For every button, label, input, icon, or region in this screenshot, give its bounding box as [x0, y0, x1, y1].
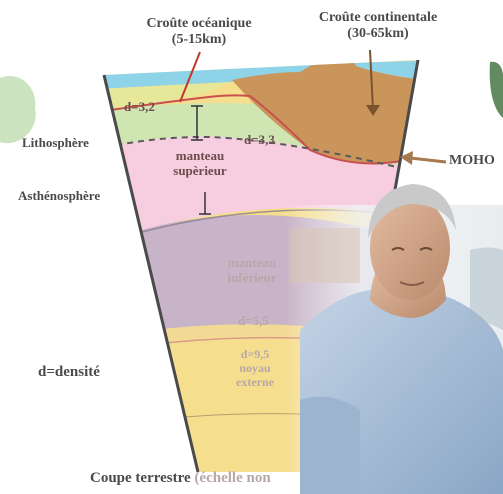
right-edge-blob	[490, 62, 503, 118]
upper-mantle-label: manteau supèrieur	[150, 149, 250, 179]
caption-main: Coupe terrestre	[90, 470, 191, 486]
outer-core-line2: externe	[215, 376, 295, 390]
density-legend: d=densité	[38, 364, 100, 381]
density-3-2-label: d=3,2	[124, 100, 155, 115]
continental-crust-title: Croûte continentale	[294, 10, 462, 26]
density-5-5-label: d=5,5	[238, 314, 269, 329]
upper-mantle-line2: supèrieur	[150, 164, 250, 179]
lithosphere-label: Lithosphère	[22, 136, 89, 151]
oceanic-crust-thickness: (5-15km)	[128, 32, 270, 48]
outer-core-line1: noyau	[215, 362, 295, 376]
figure-caption: Coupe terrestre (échelle non	[90, 470, 271, 487]
lower-mantle-line1: manteau	[212, 256, 292, 271]
moho-label: MOHO	[449, 153, 495, 169]
density-3-3-label: d=3,3	[244, 133, 275, 148]
caption-paren: (échelle non	[194, 470, 270, 486]
continental-crust-label: Croûte continentale (30-65km)	[294, 10, 462, 42]
asthenosphere-label: Asthénosphère	[18, 189, 100, 204]
oceanic-crust-label: Croûte océanique (5-15km)	[128, 16, 270, 48]
lower-mantle-label: manteau inférieur	[212, 256, 292, 286]
upper-mantle-line1: manteau	[150, 149, 250, 164]
bookshelf-background	[290, 228, 360, 283]
outer-core-label: d=9,5 noyau externe	[215, 348, 295, 389]
oceanic-crust-title: Croûte océanique	[128, 16, 270, 32]
lower-mantle-line2: inférieur	[212, 271, 292, 286]
man-photo	[285, 184, 503, 494]
moho-arrow	[410, 158, 446, 162]
density-9-5-label: d=9,5	[215, 348, 295, 362]
continental-crust-thickness: (30-65km)	[294, 26, 462, 42]
left-edge-blob	[0, 76, 36, 143]
